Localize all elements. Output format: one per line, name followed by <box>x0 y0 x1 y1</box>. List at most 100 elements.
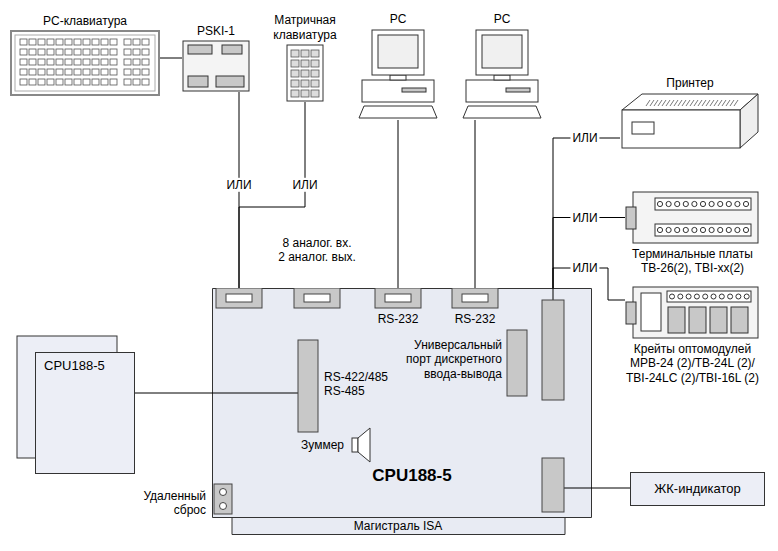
keyboard-key <box>38 69 45 75</box>
terminal-screw <box>700 227 705 232</box>
terminal-strip <box>667 291 751 302</box>
device-label: Матричная клавиатура <box>263 13 347 42</box>
board-chip <box>222 45 242 54</box>
keypad-key <box>291 50 299 57</box>
cable-line <box>160 58 182 59</box>
keyboard-key <box>20 39 27 45</box>
keyboard-key <box>65 79 72 85</box>
reset-connector <box>214 484 232 514</box>
port-socket <box>226 294 252 302</box>
keyboard-key <box>65 49 72 55</box>
keyboard-key <box>142 59 149 65</box>
keyboard-key <box>74 39 81 45</box>
keyboard-key <box>124 79 131 85</box>
terminal-screw <box>675 201 680 206</box>
keyboard-key <box>133 39 140 45</box>
board-chip <box>188 76 208 87</box>
printer-ribbon <box>698 100 702 106</box>
device-label: PSKI-1 <box>197 24 235 38</box>
terminal-screw <box>711 294 716 299</box>
board-outline <box>213 289 592 535</box>
terminal-illustration-art <box>625 190 760 245</box>
board-wire <box>564 488 592 489</box>
keyboard-key <box>38 79 45 85</box>
keypad-key <box>291 70 299 77</box>
crate-block <box>641 293 661 331</box>
pc-illustration-art <box>358 28 438 120</box>
buzzer-symbol <box>352 438 358 452</box>
edge-label: ИЛИ <box>224 178 253 192</box>
keyboard-key <box>110 69 117 75</box>
keyboard-key <box>110 59 117 65</box>
keyboard-key <box>47 79 54 85</box>
adapter-illustration-art <box>182 40 250 92</box>
keyboard-key <box>29 69 36 75</box>
port-socket <box>304 294 330 302</box>
printer-ribbon <box>730 100 734 106</box>
reset-pin <box>220 503 227 510</box>
edge-label: ИЛИ <box>570 131 599 145</box>
port-connector <box>452 288 498 308</box>
board-wire <box>553 288 554 300</box>
printer-ribbon <box>646 100 650 106</box>
terminal-screw <box>735 227 740 232</box>
keyboard-key <box>29 49 36 55</box>
cable-line <box>592 488 630 489</box>
keyboard-key <box>133 49 140 55</box>
keypad-key <box>301 80 309 87</box>
terminal-screw <box>657 227 662 232</box>
cable-line <box>135 393 212 394</box>
keypad-key <box>311 60 319 67</box>
keypad-key <box>311 70 319 77</box>
terminal-screw <box>726 201 731 206</box>
printer-illustration-art <box>620 92 760 150</box>
port-connector <box>542 458 564 512</box>
terminal-screw <box>692 227 697 232</box>
keypad-key <box>301 50 309 57</box>
terminal-screw <box>666 227 671 232</box>
pc-illustration: PC <box>358 10 438 120</box>
printer-ribbon <box>654 100 658 106</box>
printer-ribbon <box>686 100 690 106</box>
terminal-screw <box>736 294 741 299</box>
terminal-screw <box>709 227 714 232</box>
keyboard-illustration-art <box>10 30 160 96</box>
pc-drive <box>402 88 426 92</box>
pc-keyboard <box>463 106 541 118</box>
terminal-strip <box>655 198 751 210</box>
keyboard-key <box>20 59 27 65</box>
keyboard-key <box>110 39 117 45</box>
keypad-key <box>301 90 309 97</box>
keyboard-key <box>92 79 99 85</box>
device-label: Крейты оптомодулей MPB-24 (2)/TB-24L (2)… <box>618 342 768 385</box>
edge-label: ИЛИ <box>570 210 599 224</box>
keyboard-key <box>83 69 90 75</box>
printer-ribbon <box>718 100 722 106</box>
cable-line <box>553 218 625 289</box>
keyboard-key <box>38 39 45 45</box>
board-chip <box>188 45 212 54</box>
terminal-screw <box>743 227 748 232</box>
opto-module <box>731 307 748 333</box>
terminal-screw <box>718 201 723 206</box>
keyboard-key <box>56 79 63 85</box>
printer-ribbon <box>722 100 726 106</box>
keyboard-key <box>74 59 81 65</box>
keyboard-inner <box>15 35 155 91</box>
keypad-illustration: Матричная клавиатура <box>263 11 347 102</box>
terminal-screw <box>728 294 733 299</box>
keyboard-key <box>83 59 90 65</box>
crate-illustration-art <box>625 285 760 340</box>
terminal-screw <box>694 294 699 299</box>
port-connector <box>375 288 421 308</box>
keyboard-case <box>11 31 159 95</box>
keyboard-key <box>47 39 54 45</box>
keyboard-key <box>83 79 90 85</box>
printer-ribbon <box>650 100 654 106</box>
keyboard-key <box>124 49 131 55</box>
board-connector <box>626 207 636 229</box>
isa-edge <box>232 517 565 518</box>
printer-ribbon <box>726 100 730 106</box>
adapter-board <box>183 41 249 91</box>
